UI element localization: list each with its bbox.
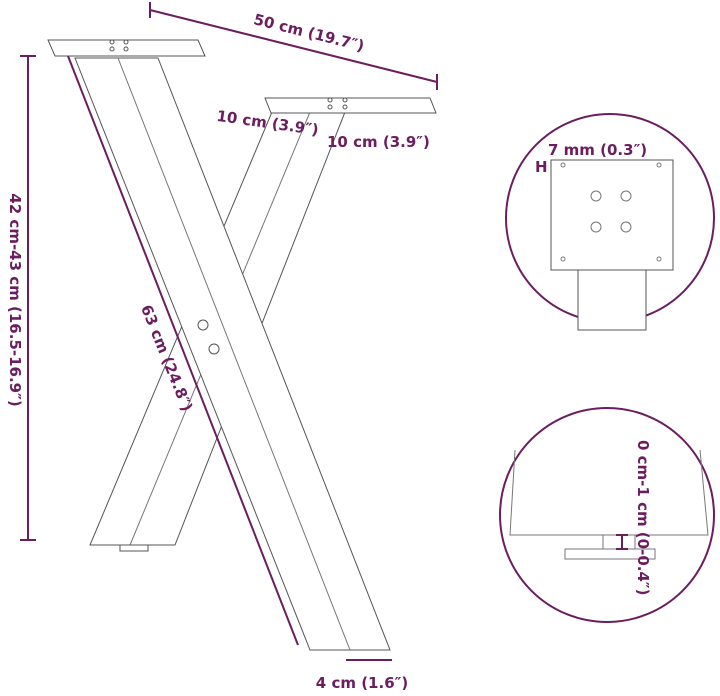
leg-width-label: 4 cm (1.6″) <box>316 674 408 692</box>
plate-detail-circle: H 7 mm (0.3″) <box>505 113 715 331</box>
foot-detail-circle: 0 cm-1 cm (0-0.4″) <box>499 407 715 623</box>
plate-thickness-label: 7 mm (0.3″) <box>548 141 647 159</box>
top-plate-left <box>47 39 206 57</box>
height-label: 42 cm-43 cm (16.5-16.9″) <box>6 193 24 406</box>
plate-width-label: 10 cm (3.9″) <box>327 133 430 151</box>
top-plate-right <box>264 97 437 114</box>
svg-text:H: H <box>535 158 548 176</box>
width-label: 50 cm (19.7″) <box>252 10 366 55</box>
leg-length-dimension-line <box>67 55 299 646</box>
foot-adjust-label: 0 cm-1 cm (0-0.4″) <box>634 440 652 595</box>
leg-front <box>74 57 391 651</box>
width-dimension-line <box>149 9 438 83</box>
